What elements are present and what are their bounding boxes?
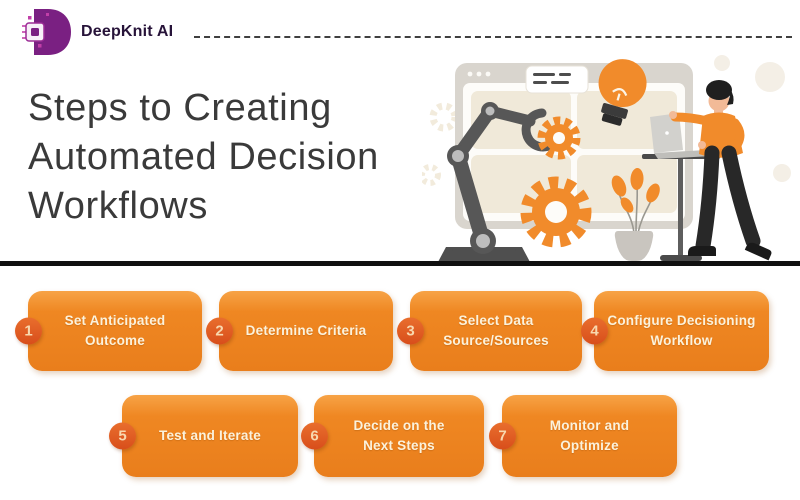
header-dashed-divider	[194, 36, 792, 38]
step-5-label: Test and Iterate	[159, 427, 261, 443]
page-title-line-1: Steps to Creating	[28, 87, 332, 129]
person-at-desk-illustration	[669, 80, 772, 261]
brand-logo-icon	[22, 9, 71, 55]
laptop-icon	[650, 113, 712, 159]
page-title-line-2: Automated Decision	[28, 136, 379, 178]
automation-illustration	[422, 55, 791, 262]
step-card-2: 2 Determine Criteria	[206, 291, 393, 371]
step-card-6: 6 Decide on the Next Steps	[301, 395, 484, 477]
gear-large-icon	[520, 176, 592, 248]
page-title: Steps to Creating Automated Decision Wor…	[28, 84, 379, 231]
step-6-label: Decide on the Next Steps	[353, 417, 445, 453]
step-card-5: 5 Test and Iterate	[109, 395, 298, 477]
step-3-label: Select Data Source/Sources	[443, 312, 549, 348]
step-1-label: Set Anticipated Outcome	[64, 312, 166, 348]
step-card-3: 3 Select Data Source/Sources	[397, 291, 582, 371]
brand-name: DeepKnit AI	[81, 23, 174, 40]
step-4-number-badge: 4	[581, 317, 608, 345]
step-card-7: 7 Monitor and Optimize	[489, 395, 677, 477]
step-card-4: 4 Configure Decisioning Workflow	[581, 291, 769, 371]
lightbulb-icon	[598, 59, 647, 126]
step-7-label: Monitor and Optimize	[549, 417, 630, 453]
section-divider	[0, 261, 800, 266]
step-2-number-badge: 2	[206, 317, 233, 345]
step-6-number-badge: 6	[301, 422, 328, 450]
potted-plant-illustration	[611, 168, 660, 261]
page-title-line-3: Workflows	[28, 185, 208, 227]
step-1-number-badge: 1	[15, 317, 42, 345]
brand-logo: DeepKnit AI	[22, 6, 173, 58]
step-card-1: 1 Set Anticipated Outcome	[15, 291, 202, 371]
step-7-number-badge: 7	[489, 422, 516, 450]
step-3-number-badge: 3	[397, 317, 424, 345]
gear-small-icon	[537, 116, 581, 160]
step-2-label: Determine Criteria	[245, 322, 367, 338]
step-5-number-badge: 5	[109, 422, 136, 450]
step-4-label: Configure Decisioning Workflow	[607, 312, 756, 348]
notes-card-icon	[525, 65, 589, 94]
